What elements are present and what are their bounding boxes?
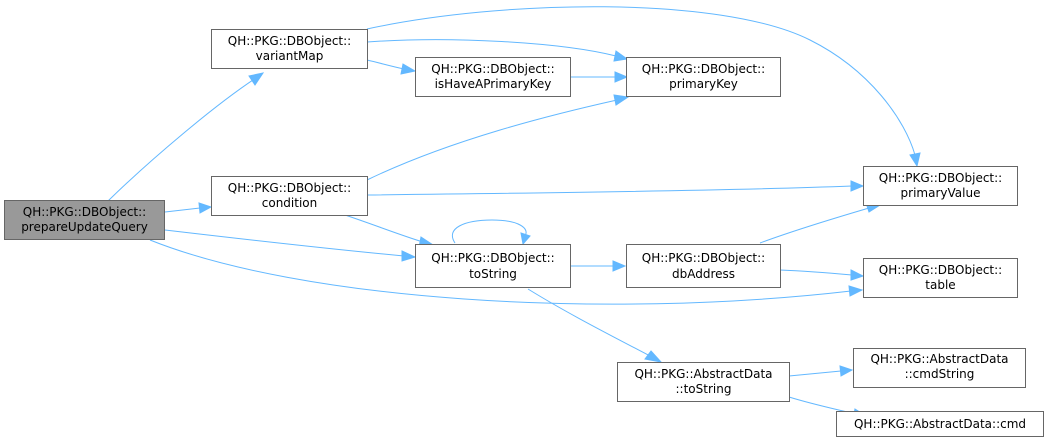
node-primaryKey[interactable]: QH::PKG::DBObject:: primaryKey: [626, 57, 781, 97]
edge-prepare-to-variantMap: [107, 72, 265, 202]
node-variantMap[interactable]: QH::PKG::DBObject:: variantMap: [211, 29, 368, 69]
node-label-line1: QH::PKG::DBObject::: [642, 62, 765, 76]
node-label-line2: condition: [262, 196, 317, 210]
node-condition[interactable]: QH::PKG::DBObject:: condition: [211, 176, 368, 216]
edge-prepare-to-toString: [164, 229, 417, 262]
node-label-line2: toString: [469, 267, 517, 281]
edge-adToString-to-cmdString: [788, 365, 854, 377]
edge-toString-to-dbAddress: [570, 260, 627, 272]
node-label-line1: QH::PKG::AbstractData: [870, 352, 1008, 366]
edge-isHave-to-primaryKey: [570, 71, 629, 83]
node-label-line1: QH::PKG::DBObject::: [431, 62, 554, 76]
edge-toString-self-loop: [452, 219, 531, 246]
node-label-line2: prepareUpdateQuery: [21, 220, 148, 234]
node-label-line1: QH::PKG::DBObject::: [431, 251, 554, 265]
edge-prepare-to-condition: [164, 202, 213, 214]
node-label-line2: primaryKey: [669, 77, 738, 91]
edge-variantMap-to-primaryValue: [366, 6, 921, 168]
node-toString[interactable]: QH::PKG::DBObject:: toString: [415, 244, 571, 288]
edge-condition-to-primaryKey: [366, 94, 630, 181]
node-isHaveAPrimaryKey[interactable]: QH::PKG::DBObject:: isHaveAPrimaryKey: [415, 57, 571, 97]
edge-condition-to-primaryValue: [366, 180, 865, 196]
edges: [107, 6, 921, 420]
edge-dbAddress-to-primaryValue: [759, 202, 882, 244]
node-dbAddress[interactable]: QH::PKG::DBObject:: dbAddress: [626, 244, 781, 288]
node-label-line1: QH::PKG::DBObject::: [879, 263, 1002, 277]
node-label-line1: QH::PKG::DBObject::: [228, 181, 351, 195]
node-label-line2: isHaveAPrimaryKey: [435, 77, 552, 91]
node-label-line2: ::cmdString: [905, 367, 975, 381]
node-label-line2: dbAddress: [672, 267, 735, 281]
node-prepareUpdateQuery[interactable]: QH::PKG::DBObject:: prepareUpdateQuery: [4, 200, 165, 240]
node-label-line2: ::toString: [676, 382, 732, 396]
edge-condition-to-toString: [344, 214, 435, 248]
node-abstractData-cmd[interactable]: QH::PKG::AbstractData::cmd: [836, 411, 1044, 437]
node-table[interactable]: QH::PKG::DBObject:: table: [863, 258, 1018, 298]
node-primaryValue[interactable]: QH::PKG::DBObject:: primaryValue: [863, 166, 1018, 206]
node-label: QH::PKG::AbstractData::cmd: [854, 417, 1026, 431]
node-label-line1: QH::PKG::DBObject::: [879, 171, 1002, 185]
edge-variantMap-to-isHave: [366, 59, 417, 75]
node-label-line1: QH::PKG::DBObject::: [228, 34, 351, 48]
edge-prepare-to-table: [149, 239, 864, 305]
node-label-line2: table: [925, 278, 955, 292]
node-label-line1: QH::PKG::DBObject::: [642, 251, 765, 265]
node-label-line2: variantMap: [256, 49, 324, 63]
node-abstractData-toString[interactable]: QH::PKG::AbstractData ::toString: [617, 362, 790, 402]
node-label-line1: QH::PKG::AbstractData: [634, 367, 772, 381]
edge-dbAddress-to-table: [779, 269, 865, 281]
node-label-line1: QH::PKG::DBObject::: [23, 205, 146, 219]
edge-toString-to-adToString: [527, 288, 663, 363]
node-label-line2: primaryValue: [901, 186, 981, 200]
node-abstractData-cmdString[interactable]: QH::PKG::AbstractData ::cmdString: [853, 348, 1026, 388]
edge-variantMap-to-primaryKey: [366, 39, 629, 62]
